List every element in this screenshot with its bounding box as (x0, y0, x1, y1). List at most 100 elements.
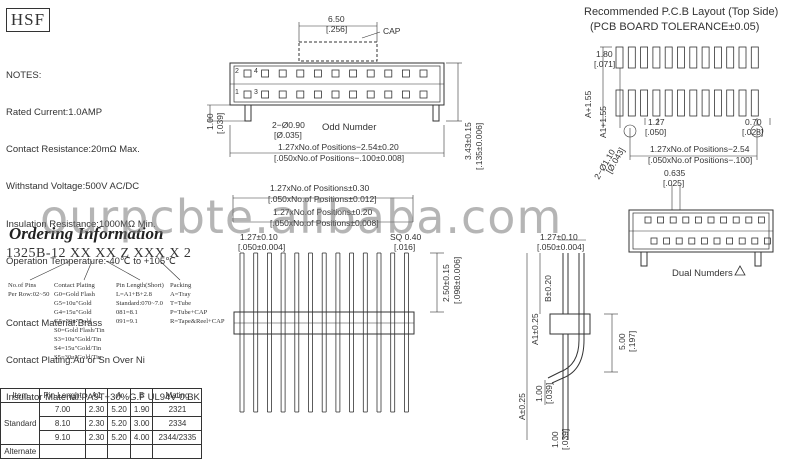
dual-pin (650, 237, 658, 245)
pcb-pad (677, 89, 685, 117)
front-view (232, 195, 444, 335)
dual-pin (707, 216, 715, 224)
pcb-pitch-2: [.050xNo.of Positions−.100] (648, 155, 753, 165)
pcb-pad (627, 89, 636, 117)
top-pin (384, 90, 393, 99)
dual-pin (745, 216, 753, 224)
dual-pin (713, 237, 721, 245)
pcb-pad (689, 46, 698, 69)
pitch-line-2: [.050xNo.of Positions−.100±0.008] (274, 153, 405, 163)
pcb-pad (701, 89, 710, 117)
side-a1: A1±0.25 (530, 313, 540, 345)
pcb-pad (750, 46, 759, 69)
order-col-length: Pin Length(Short) L=A1+B+2.8 Standard:07… (116, 282, 164, 325)
table-header-row: Item Pin Lenght A1 A B Mating (0, 388, 203, 403)
dim-650: 6.50 (328, 14, 345, 24)
hsf-logo: HSF (6, 8, 50, 32)
pcb-pad (701, 46, 710, 69)
top-pin (366, 69, 375, 78)
side-h039b: [.039] (560, 428, 570, 450)
top-pin (349, 69, 358, 78)
notes-line: Operation Temperature:-40℃ to +105℃ (6, 255, 176, 267)
top-pin (331, 69, 340, 78)
front-pitch-in: [.050±0.004] (238, 242, 286, 252)
pcb-pad (615, 89, 624, 117)
peg-right (432, 104, 440, 122)
front-p2-in: [.050xNo.of Positions±0.008] (270, 218, 379, 228)
dual-pin (657, 216, 664, 224)
table-header: B (129, 388, 154, 403)
table-header: Mating (152, 388, 203, 403)
notes-line: Insulation Resistance:1000MΩ Min. (6, 218, 156, 230)
pcb-a155: A+1.55 (583, 90, 593, 118)
table-alternate-label: Alternate (0, 444, 41, 459)
pcb-pad (726, 46, 735, 69)
top-pin (278, 69, 287, 78)
pcb-d180: 1.80 (596, 49, 613, 59)
front-p2: 1.27xNo.of Positions±0.20 (273, 207, 373, 217)
pcb-layout-dims (600, 46, 771, 160)
pcb-pad (714, 89, 722, 117)
table-row: 8.10 2.30 5.20 3.00 2334 (1, 416, 203, 431)
pcb-a1155: A1+1.55 (598, 106, 608, 138)
order-col-plating: Contact Plating G0=Gold Flash G5=10u"Gol… (54, 282, 105, 361)
pcb-title-2: (PCB BOARD TOLERANCE±0.05) (590, 21, 760, 33)
pcb-pad (677, 46, 685, 69)
pcb-pad (750, 89, 759, 117)
pin-label: 3 (254, 89, 258, 96)
front-sq-in: [.016] (394, 242, 416, 252)
order-col-packing: Packing A=Tray T=Tube P=Tube+CAP R=Tape&… (170, 282, 225, 325)
top-pin (261, 69, 270, 78)
top-pin (243, 90, 252, 99)
front-h250: 2.50±0.15 (441, 264, 451, 302)
dim-256: [.256] (326, 24, 348, 34)
right-135: [.135±0.006] (474, 122, 484, 170)
table-header: Pin Lenght (39, 388, 86, 403)
dual-view-connector (628, 185, 774, 276)
cap-label: CAP (383, 26, 401, 36)
table-header: A (107, 388, 131, 403)
pcb-pad (664, 46, 673, 69)
pin-label: 2 (235, 68, 239, 75)
notes-line: Contact Plating:Au or Sn Over Ni (6, 355, 145, 367)
pcb-pad (652, 46, 661, 69)
table-header: A1 (84, 388, 109, 403)
table-row: Standard 7.00 2.30 5.20 1.90 2321 (0, 402, 203, 445)
side-h100b: 1.00 (550, 431, 560, 448)
side-b: B±0.20 (543, 275, 553, 302)
top-pin (401, 90, 410, 99)
odd-numder-caption: Odd Numder (322, 122, 377, 133)
dual-pin (695, 216, 702, 224)
dual-pin (738, 237, 746, 245)
dual-pin (764, 237, 771, 245)
top-pin (313, 90, 322, 99)
table-row: Alternate (0, 444, 203, 459)
pcb-pitch-1: 1.27xNo.of Positions−2.54 (650, 144, 750, 154)
pitch-line-1: 1.27xNo.of Positions−2.54±0.20 (278, 142, 399, 152)
left-039: [.039] (215, 112, 225, 134)
watermark: ourpcbte.alibaba.com (40, 190, 563, 244)
dual-pin (758, 216, 765, 224)
front-h098: [.098±0.006] (452, 256, 462, 304)
front-p1-in: [.050xNo.of Positions±0.012] (268, 194, 377, 204)
hole-inch-label: [Ø.035] (274, 130, 302, 140)
top-pin (419, 90, 428, 99)
side-pitch: 1.27±0.10 (540, 232, 578, 242)
top-view-connector (207, 22, 462, 157)
pcb-pad (640, 46, 648, 69)
notes-line: Rated Current:1.0AMP (6, 107, 103, 119)
top-pin (419, 69, 428, 78)
dual-pin (669, 216, 677, 224)
dual-pin (751, 237, 759, 245)
pcb-pad (664, 89, 673, 117)
dual-pin (720, 216, 727, 224)
pcb-d050: [.050] (645, 127, 667, 137)
front-sq: SQ 0.40 (390, 232, 422, 242)
pcb-d071: [.071] (594, 59, 616, 69)
side-view (526, 239, 618, 440)
dual-pin (701, 237, 708, 245)
side-h197: [.197] (627, 330, 637, 352)
notes-line: Contact Material:Brass (6, 317, 103, 329)
dual-d025: [.025] (663, 178, 685, 188)
